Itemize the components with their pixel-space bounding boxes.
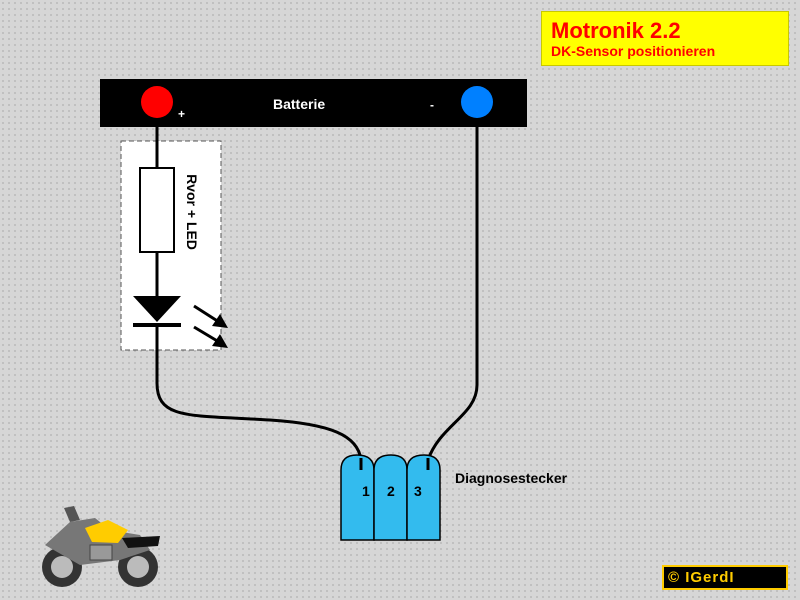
wire-minus-to-pin3 bbox=[426, 118, 479, 461]
title-box: Motronik 2.2 DK-Sensor positionieren bbox=[541, 11, 789, 66]
battery-label: Batterie bbox=[273, 96, 326, 112]
light-arrows-icon bbox=[193, 304, 228, 348]
resistor bbox=[139, 167, 175, 253]
copyright-badge: © IGerdI bbox=[662, 565, 788, 590]
plus-sign: + bbox=[178, 107, 186, 121]
pin-3-label: 3 bbox=[414, 483, 422, 499]
plus-terminal bbox=[141, 86, 173, 118]
connector-label: Diagnosestecker bbox=[455, 470, 568, 486]
motorcycle-icon bbox=[42, 506, 160, 587]
title: Motronik 2.2 bbox=[551, 18, 681, 43]
pin-1-label: 1 bbox=[362, 483, 370, 499]
pin-2-label: 2 bbox=[387, 483, 395, 499]
diagnostic-connector bbox=[340, 454, 441, 541]
minus-sign: - bbox=[430, 98, 434, 112]
minus-terminal bbox=[461, 86, 493, 118]
wire-diode-to-pin1 bbox=[155, 325, 363, 461]
resistor-label: Rvor + LED bbox=[184, 174, 200, 250]
subtitle: DK-Sensor positionieren bbox=[551, 43, 716, 59]
